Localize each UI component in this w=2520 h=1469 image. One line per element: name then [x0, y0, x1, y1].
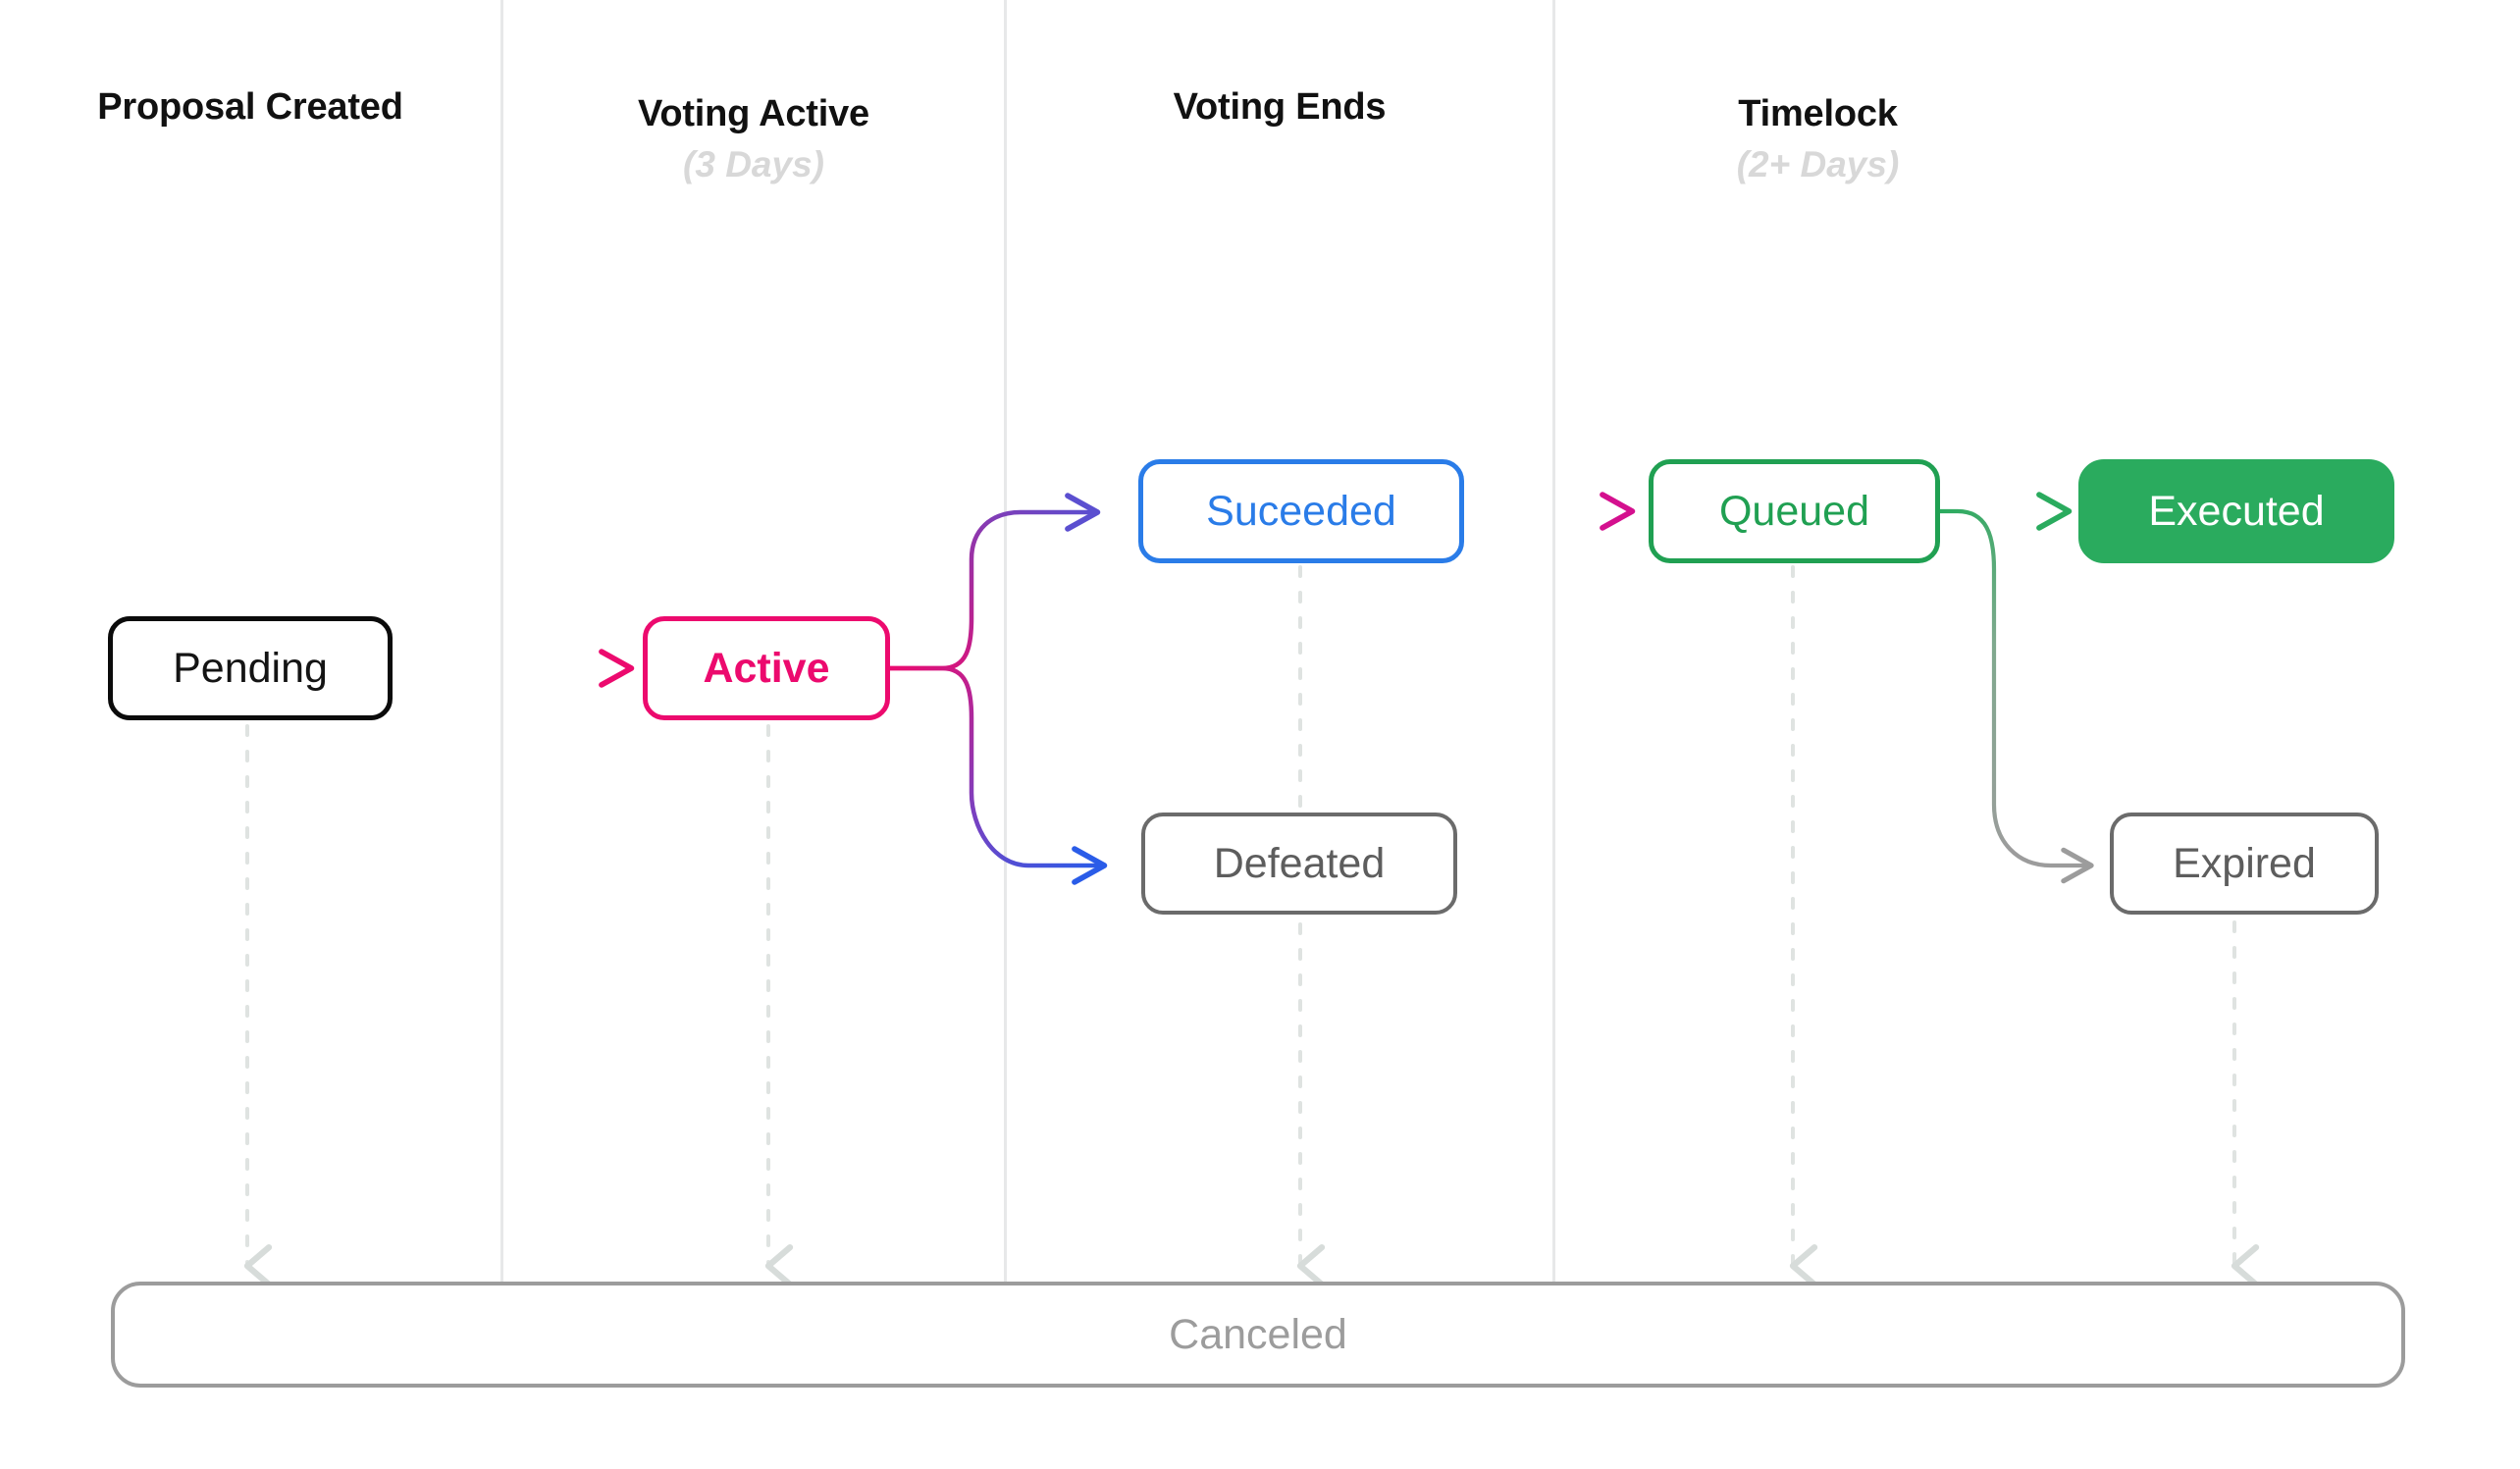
column-header-timelock: Timelock (2+ Days) [1555, 93, 2080, 187]
node-expired[interactable]: Expired [2110, 813, 2379, 915]
node-active-label: Active [703, 644, 830, 692]
edge-queued-to-expired [1938, 508, 2094, 884]
column-title: Timelock [1738, 93, 1898, 134]
node-pending[interactable]: Pending [108, 616, 393, 720]
node-pending-label: Pending [173, 644, 328, 692]
column-separator-3 [1552, 0, 1555, 1282]
column-header-voting-active: Voting Active (3 Days) [503, 93, 1004, 187]
node-defeated-label: Defeated [1213, 839, 1386, 887]
node-canceled[interactable]: Canceled [111, 1282, 2405, 1388]
column-title: Proposal Created [97, 86, 403, 128]
node-expired-label: Expired [2173, 839, 2316, 887]
node-canceled-label: Canceled [1169, 1310, 1347, 1358]
column-title: Voting Active [638, 93, 869, 134]
column-separator-2 [1004, 0, 1007, 1282]
node-queued[interactable]: Queued [1649, 459, 1940, 563]
column-subtitle: (2+ Days) [1736, 143, 1900, 184]
column-separator-1 [500, 0, 503, 1282]
column-subtitle: (3 Days) [683, 143, 824, 184]
node-defeated[interactable]: Defeated [1141, 813, 1457, 915]
node-suceeded[interactable]: Suceeded [1138, 459, 1464, 563]
column-title: Voting Ends [1173, 86, 1387, 128]
edge-active-to-suceeded [888, 493, 1101, 671]
node-queued-label: Queued [1718, 487, 1870, 535]
node-executed[interactable]: Executed [2078, 459, 2394, 563]
node-suceeded-label: Suceeded [1206, 487, 1396, 535]
column-header-voting-ends: Voting Ends [1007, 86, 1552, 130]
node-active[interactable]: Active [643, 616, 890, 720]
column-header-proposal-created: Proposal Created [0, 86, 500, 130]
node-executed-label: Executed [2148, 487, 2325, 535]
edge-active-to-defeated [888, 665, 1108, 885]
